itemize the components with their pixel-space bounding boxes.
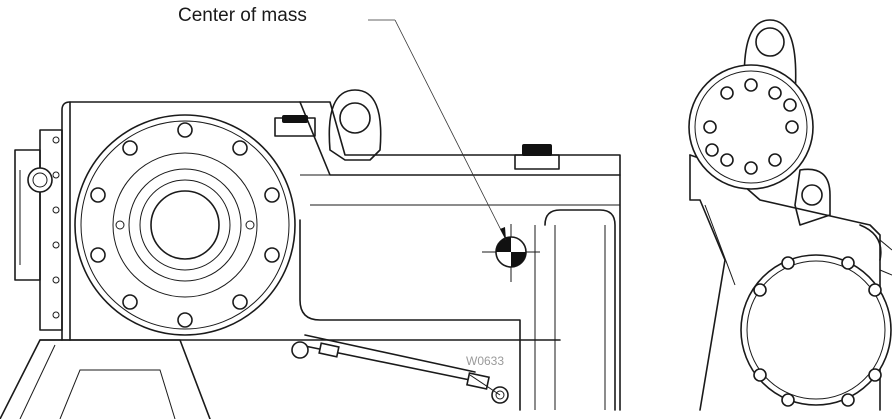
suction-cover (740, 239, 892, 407)
lube-hose (291, 334, 509, 404)
callout-leader (368, 19, 507, 241)
crankshaft-cover (74, 114, 296, 336)
pump-base (0, 339, 561, 419)
lifting-eye (328, 89, 382, 161)
drawing-id: W0633 (466, 354, 505, 368)
breather-plug (274, 115, 560, 170)
discharge-cover (688, 19, 814, 190)
center-of-mass-label: Center of mass (178, 5, 307, 26)
center-of-mass-symbol (482, 224, 540, 282)
power-end-frame (14, 101, 621, 411)
cover-bolt (90, 122, 280, 328)
